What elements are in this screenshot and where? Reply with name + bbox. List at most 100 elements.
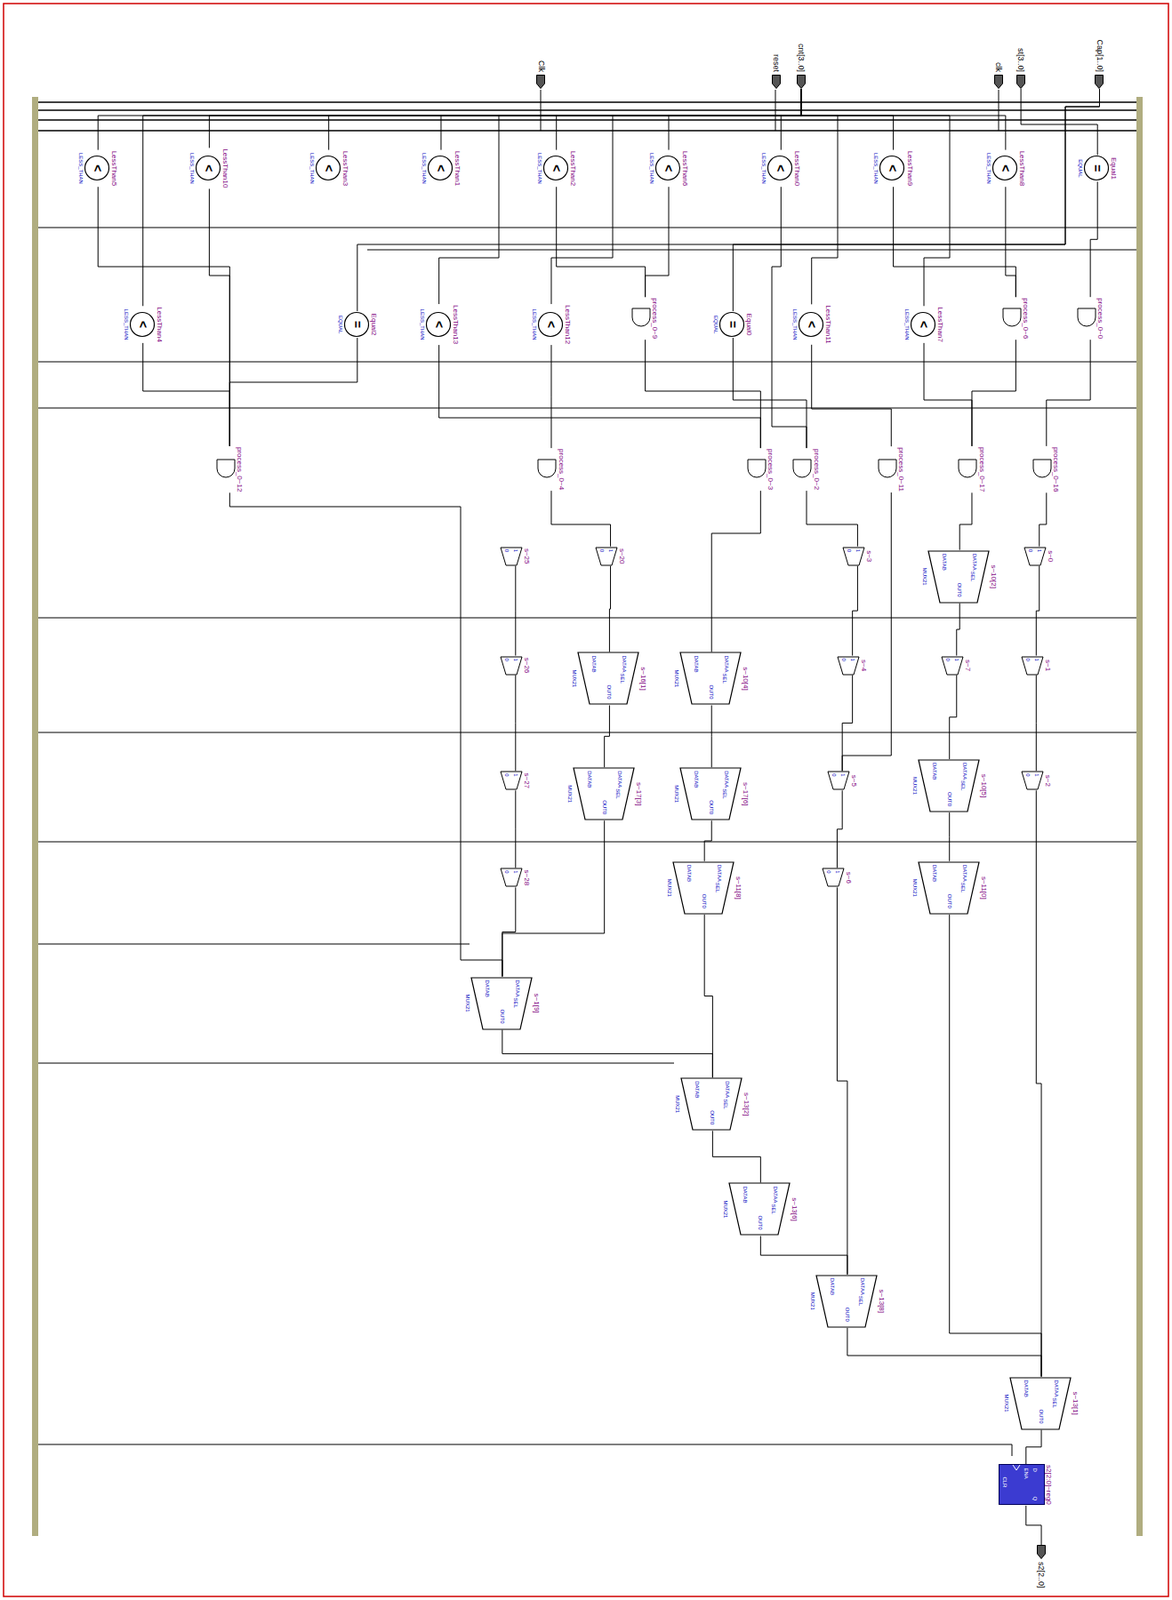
pin-name: Clk [536,59,546,73]
type-label: LESS_THAN [418,309,426,341]
pin-symbol [536,74,546,89]
port-label: DATAA [514,980,521,998]
type-label: LESS_THAN [791,309,798,341]
and-gate: process_0~16 [1032,446,1060,493]
bus-wire [38,361,1137,363]
operator-symbol: = [1091,154,1104,182]
type-label: LESS_THAN [760,152,767,185]
port-label: OUT0 [956,583,963,598]
wire [956,603,960,657]
port-label: OUT0 [947,894,953,909]
wire [208,88,802,148]
mux-small: s~510 [826,770,859,791]
port-label: DATAA [724,1081,731,1099]
port-label: SEL [960,883,966,893]
comparator-symbol: < [314,154,342,182]
page-border [3,3,1169,1598]
instance-name: s~10[5] [979,773,988,799]
port-label: 1 [513,658,519,662]
comparator-symbol: < [991,154,1019,182]
mux-symbol-outline [499,867,523,888]
type-label: MUX21 [911,777,918,795]
bus-wire [38,1063,675,1065]
type-label: MUX21 [673,785,680,803]
comparator: Equal1 = EQUAL [1076,154,1118,182]
mux-symbol-outline [842,546,866,567]
and-symbol [631,307,651,330]
port-label: 1 [834,870,841,874]
port-label: SEL [513,998,519,1009]
comparator-symbol: < [537,311,564,338]
operator-symbol: < [322,154,336,182]
wire [1035,790,1042,1377]
mux-symbol: DATAADATABSELOUT0 [728,1182,791,1237]
wire [645,339,762,449]
bus-wire [38,1444,1012,1457]
port-label: DATAA [621,655,627,673]
mux: s~13[1]DATAADATABSELOUT0MUX21 [1003,1377,1080,1431]
port-label: OUT0 [708,684,715,699]
comparator: LessThan11<LESS_THAN [791,304,833,345]
mux-symbol-outline [1020,656,1044,676]
bus-wire [38,129,1137,132]
mux-symbol: 10 [499,656,523,676]
mux-symbol-outline [499,770,523,791]
port-label: SEL [619,673,626,683]
wire [97,88,802,151]
and-symbol-outline [1032,458,1052,481]
port-label: 0 [599,549,605,553]
operator-symbol: = [726,311,739,338]
instance-name: LessThan0 [793,150,802,188]
bus-wire [38,227,1137,229]
type-label: LESS_THAN [985,152,992,185]
and-symbol [1002,307,1022,330]
and-symbol [746,458,767,481]
wire [811,345,892,447]
comparator: LessThan4<LESS_THAN [122,305,164,344]
wire [732,337,807,449]
instance-name: LessThan8 [1018,150,1027,188]
mux-small: s~2610 [499,656,531,676]
type-label: EQUAL [337,315,344,334]
port-label: DATAA [859,1278,866,1296]
port-label: DATAA [971,553,978,571]
wire [143,88,803,306]
mux-symbol: DATAADATABSELOUT0 [679,767,742,821]
mux-symbol: 10 [1020,770,1044,791]
type-label: MUX21 [809,1292,816,1311]
mux: s~13[6]DATAADATABSELOUT0MUX21 [722,1182,799,1237]
bus-wire [38,119,1137,121]
wire [1026,1506,1042,1546]
comparator: LessThan7<LESS_THAN [903,305,945,344]
type-label: MUX21 [722,1200,729,1219]
operator-symbol: < [774,154,787,182]
wire [893,186,1017,298]
wire [502,820,605,977]
type-label: MUX21 [570,669,578,688]
bus-wire [38,842,1137,843]
mux-symbol: DATAADATABSELOUT0 [1009,1377,1072,1431]
port-label: DATAB [931,865,938,883]
type-label: LESS_THAN [77,152,84,185]
instance-name: Equal2 [369,313,378,338]
type-label: MUX21 [673,669,680,688]
comparator: LessThan1<LESS_THAN [420,150,462,188]
instance-name: process_0~9 [650,297,659,340]
port-label: DATAB [1023,1380,1029,1398]
type-label: LESS_THAN [873,152,880,185]
mux: s~13[8]DATAADATABSELOUT0MUX21 [809,1275,886,1329]
wire [1090,181,1098,298]
pin-name: Cap[1..0] [1094,38,1104,73]
port-label: SEL [970,571,976,582]
port-label: DATAA [723,770,730,788]
instance-name: Equal1 [1109,156,1118,181]
instance-name: process_0~12 [235,446,244,493]
register-symbol: DQENACLR [998,1464,1045,1506]
wire [949,675,957,760]
port-label: DATAA [1053,1380,1060,1398]
port-label: OUT0 [757,1215,763,1230]
mux-symbol-outline [499,656,523,676]
port-label: OUT0 [499,1010,506,1025]
mux-symbol: 10 [499,546,523,567]
type-label: EQUAL [1076,159,1084,177]
